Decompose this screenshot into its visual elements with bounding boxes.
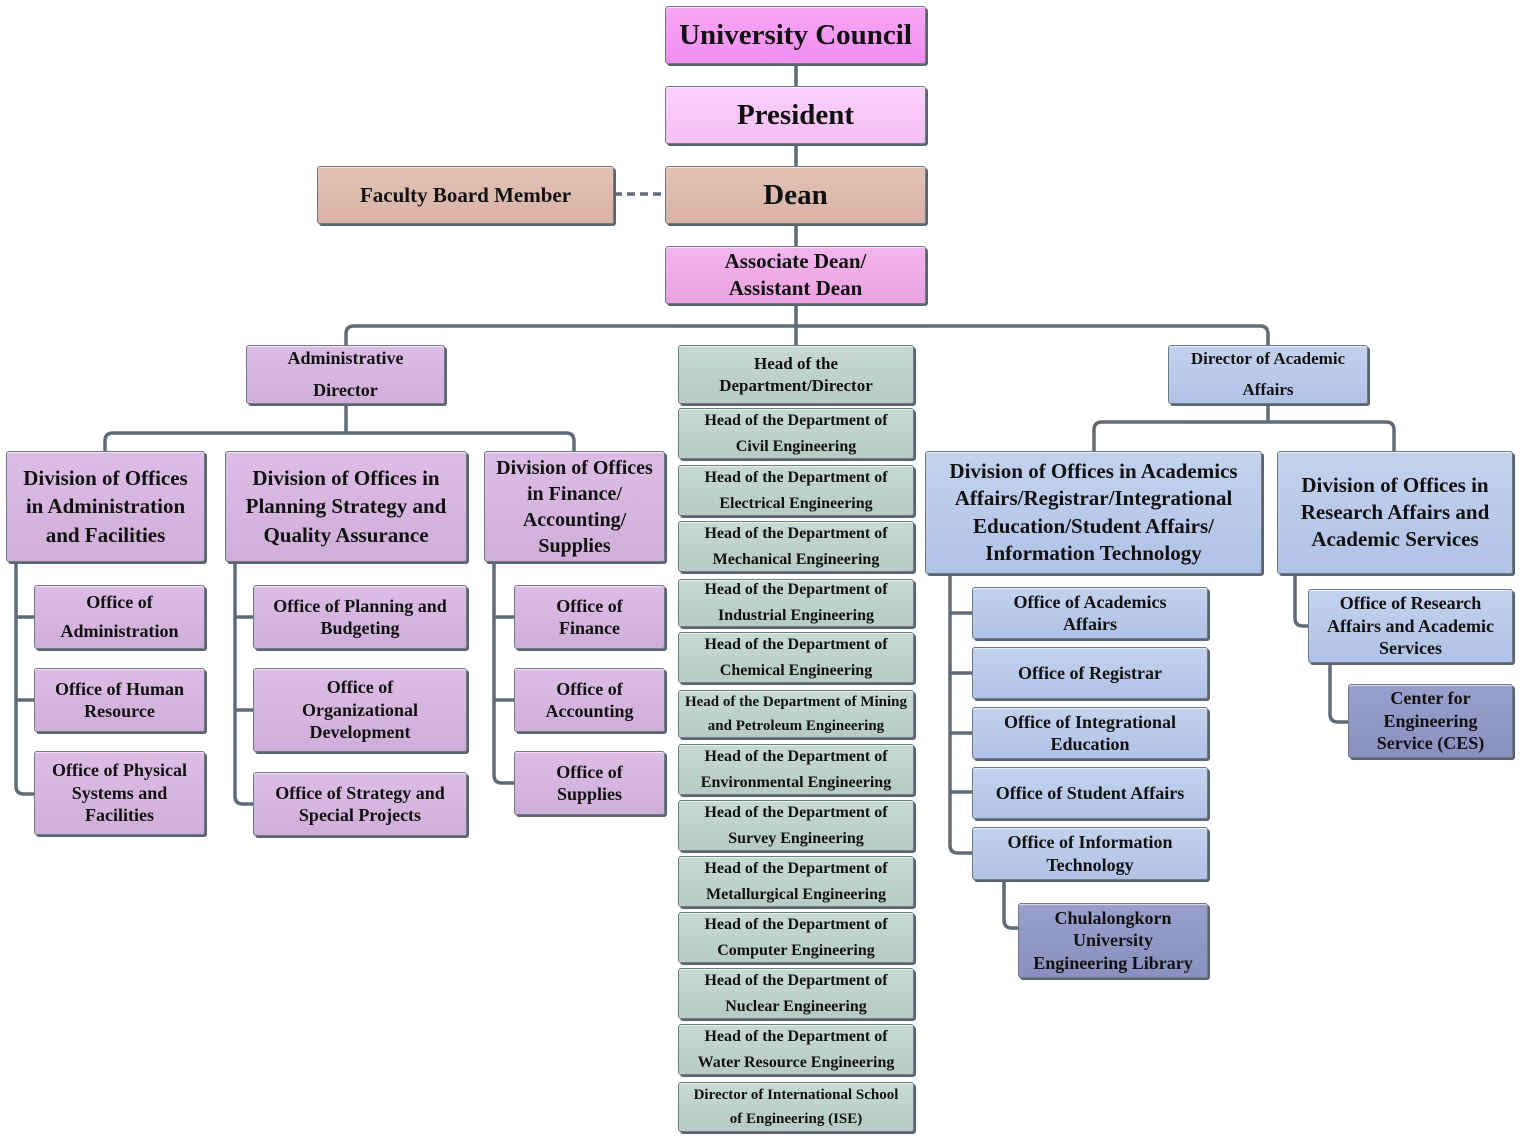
office-human-resource-label: Office of Human Resource (55, 678, 184, 722)
division-planning-strategy-box: Division of Offices in Planning Strategy… (225, 451, 467, 562)
department-head-label: Head of the Department of Civil Engineer… (704, 411, 888, 455)
department-head-label: Head of the Department of Mining and Pet… (684, 694, 908, 734)
department-head-label: Head of the Department of Environmental … (700, 747, 892, 791)
department-head-box: Head of the Department of Survey Enginee… (678, 800, 914, 851)
office-student-affairs-box: Office of Student Affairs (972, 767, 1208, 819)
office-supplies-label: Office of Supplies (556, 761, 623, 805)
department-head-box: Director of International School of Engi… (678, 1082, 914, 1132)
department-head-box: Head of the Department of Chemical Engin… (678, 632, 914, 683)
department-head-box: Head of the Department of Civil Engineer… (678, 408, 914, 459)
department-head-box: Head of the Department of Metallurgical … (678, 856, 914, 907)
office-administration-label: Office of Administration (60, 592, 179, 641)
office-finance-box: Office of Finance (514, 585, 665, 649)
division-planning-strategy-label: Division of Offices in Planning Strategy… (245, 465, 447, 547)
department-head-label: Head of the Department of Computer Engin… (704, 915, 888, 959)
office-integrational-education-label: Office of Integrational Education (1004, 711, 1176, 755)
office-information-technology-label: Office of Information Technology (1007, 832, 1173, 875)
office-strategy-special-projects-label: Office of Strategy and Special Projects (275, 782, 445, 826)
office-research-affairs-label: Office of Research Affairs and Academic … (1327, 593, 1494, 659)
division-finance-box: Division of Offices in Finance/ Accounti… (484, 451, 665, 562)
division-academics-registrar-label: Division of Offices in Academics Affairs… (949, 458, 1238, 565)
office-organizational-development-label: Office of Organizational Development (302, 677, 418, 743)
department-head-box: Head of the Department of Electrical Eng… (678, 465, 914, 516)
department-head-label: Head of the Department of Electrical Eng… (704, 468, 888, 512)
office-human-resource-box: Office of Human Resource (34, 668, 205, 732)
division-research-affairs-box: Division of Offices in Research Affairs … (1277, 451, 1513, 574)
office-academics-affairs-box: Office of Academics Affairs (972, 587, 1208, 639)
department-head-label: Director of International School of Engi… (693, 1087, 899, 1127)
division-admin-facilities-label: Division of Offices in Administration an… (23, 465, 188, 547)
faculty-board-member-label: Faculty Board Member (359, 182, 572, 207)
office-integrational-education-box: Office of Integrational Education (972, 707, 1208, 759)
office-strategy-special-projects-box: Office of Strategy and Special Projects (253, 772, 467, 836)
university-council-label: University Council (679, 18, 912, 51)
office-accounting-label: Office of Accounting (545, 678, 634, 722)
office-finance-label: Office of Finance (556, 595, 623, 639)
office-research-affairs-box: Office of Research Affairs and Academic … (1308, 589, 1513, 663)
office-supplies-box: Office of Supplies (514, 751, 665, 815)
engineering-library-box: Chulalongkorn University Engineering Lib… (1018, 903, 1208, 978)
associate-dean-label: Associate Dean/ Assistant Dean (724, 248, 867, 300)
associate-dean-box: Associate Dean/ Assistant Dean (665, 246, 926, 304)
department-head-label: Head of the Department of Chemical Engin… (704, 635, 888, 679)
office-physical-systems-box: Office of Physical Systems and Facilitie… (34, 751, 205, 835)
center-engineering-service-box: Center for Engineering Service (CES) (1348, 684, 1513, 758)
department-head-label: Head of the Department of Water Resource… (697, 1027, 895, 1071)
division-research-affairs-label: Division of Offices in Research Affairs … (1300, 472, 1490, 552)
office-planning-budgeting-box: Office of Planning and Budgeting (253, 585, 467, 649)
director-academic-affairs-label: Director of Academic Affairs (1190, 348, 1346, 399)
engineering-library-label: Chulalongkorn University Engineering Lib… (1033, 907, 1193, 973)
division-academics-registrar-box: Division of Offices in Academics Affairs… (925, 451, 1262, 574)
head-department-director-box: Head of the Department/Director (678, 345, 914, 404)
department-head-box: Head of the Department of Industrial Eng… (678, 579, 914, 627)
office-registrar-box: Office of Registrar (972, 647, 1208, 699)
faculty-board-member-box: Faculty Board Member (317, 166, 614, 224)
office-information-technology-box: Office of Information Technology (972, 827, 1208, 880)
department-head-label: Head of the Department of Nuclear Engine… (704, 971, 888, 1015)
department-head-box: Head of the Department of Environmental … (678, 744, 914, 795)
office-organizational-development-box: Office of Organizational Development (253, 668, 467, 752)
department-head-box: Head of the Department of Mining and Pet… (678, 690, 914, 738)
administrative-director-box: Administrative Director (246, 345, 445, 404)
university-council-box: University Council (665, 6, 926, 64)
office-academics-affairs-label: Office of Academics Affairs (1013, 591, 1167, 635)
department-head-box: Head of the Department of Mechanical Eng… (678, 521, 914, 572)
dean-box: Dean (665, 166, 926, 224)
department-head-label: Head of the Department of Metallurgical … (704, 859, 888, 903)
department-head-box: Head of the Department of Water Resource… (678, 1024, 914, 1075)
office-accounting-box: Office of Accounting (514, 668, 665, 732)
president-label: President (736, 98, 855, 131)
office-planning-budgeting-label: Office of Planning and Budgeting (273, 595, 447, 639)
office-administration-box: Office of Administration (34, 585, 205, 649)
office-student-affairs-label: Office of Student Affairs (995, 782, 1185, 803)
office-registrar-label: Office of Registrar (1018, 662, 1162, 683)
department-head-label: Head of the Department of Mechanical Eng… (704, 524, 888, 568)
division-admin-facilities-box: Division of Offices in Administration an… (6, 451, 205, 562)
dean-label: Dean (763, 178, 828, 211)
center-engineering-service-label: Center for Engineering Service (CES) (1376, 688, 1485, 754)
department-head-label: Head of the Department of Industrial Eng… (704, 581, 888, 624)
head-department-director-label: Head of the Department/Director (719, 354, 873, 395)
department-head-box: Head of the Department of Nuclear Engine… (678, 968, 914, 1019)
department-head-label: Head of the Department of Survey Enginee… (704, 803, 888, 847)
office-physical-systems-label: Office of Physical Systems and Facilitie… (52, 760, 187, 826)
department-head-box: Head of the Department of Computer Engin… (678, 912, 914, 963)
administrative-director-label: Administrative Director (287, 348, 404, 400)
division-finance-label: Division of Offices in Finance/ Accounti… (496, 456, 653, 557)
director-academic-affairs-box: Director of Academic Affairs (1168, 345, 1368, 404)
president-box: President (665, 86, 926, 144)
